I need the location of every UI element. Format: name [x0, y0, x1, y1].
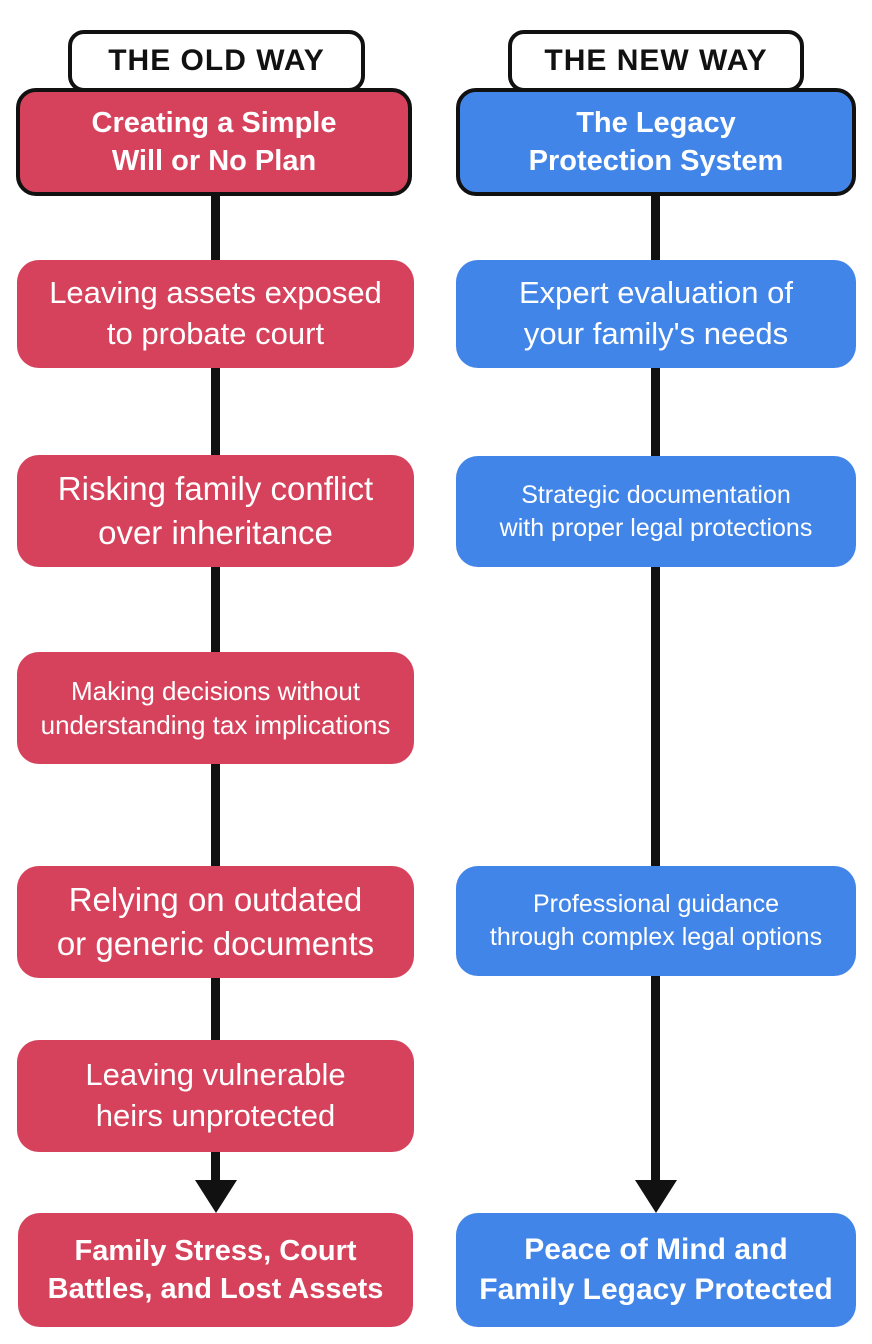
new-way-flow-line	[651, 194, 660, 1182]
new-way-step-3: Professional guidance through complex le…	[456, 866, 856, 976]
new-way-title-text: The Legacy Protection System	[528, 106, 784, 177]
new-way-header-label: THE NEW WAY	[544, 44, 768, 78]
old-way-step-3-text: Making decisions without understanding t…	[40, 675, 391, 740]
old-way-title-text: Creating a Simple Will or No Plan	[91, 106, 337, 177]
old-way-step-1: Leaving assets exposed to probate court	[17, 260, 414, 368]
old-way-result-box: Family Stress, Court Battles, and Lost A…	[18, 1213, 413, 1327]
old-way-step-5-text: Leaving vulnerable heirs unprotected	[85, 1057, 346, 1133]
new-way-title-box: The Legacy Protection System	[456, 88, 856, 196]
new-way-step-2: Strategic documentation with proper lega…	[456, 456, 856, 567]
old-way-step-1-text: Leaving assets exposed to probate court	[49, 275, 382, 351]
old-way-result-text: Family Stress, Court Battles, and Lost A…	[47, 1234, 384, 1305]
new-way-step-2-text: Strategic documentation with proper lega…	[499, 480, 813, 542]
old-way-step-2: Risking family conflict over inheritance	[17, 455, 414, 567]
old-way-step-4: Relying on outdated or generic documents	[17, 866, 414, 978]
old-way-step-4-text: Relying on outdated or generic documents	[56, 881, 375, 962]
new-way-step-1-text: Expert evaluation of your family's needs	[518, 275, 793, 351]
new-way-result-text: Peace of Mind and Family Legacy Protecte…	[479, 1233, 833, 1306]
old-way-step-5: Leaving vulnerable heirs unprotected	[17, 1040, 414, 1152]
old-way-down-arrowhead-icon	[195, 1180, 237, 1213]
old-way-header-badge: THE OLD WAY	[68, 30, 365, 92]
new-way-down-arrowhead-icon	[635, 1180, 677, 1213]
new-way-step-3-text: Professional guidance through complex le…	[489, 890, 823, 951]
old-way-step-2-text: Risking family conflict over inheritance	[57, 470, 374, 551]
new-way-result-box: Peace of Mind and Family Legacy Protecte…	[456, 1213, 856, 1327]
new-way-header-badge: THE NEW WAY	[508, 30, 804, 92]
old-way-header-label: THE OLD WAY	[108, 44, 325, 78]
old-way-title-box: Creating a Simple Will or No Plan	[16, 88, 412, 196]
old-way-step-3: Making decisions without understanding t…	[17, 652, 414, 764]
new-way-step-1: Expert evaluation of your family's needs	[456, 260, 856, 368]
